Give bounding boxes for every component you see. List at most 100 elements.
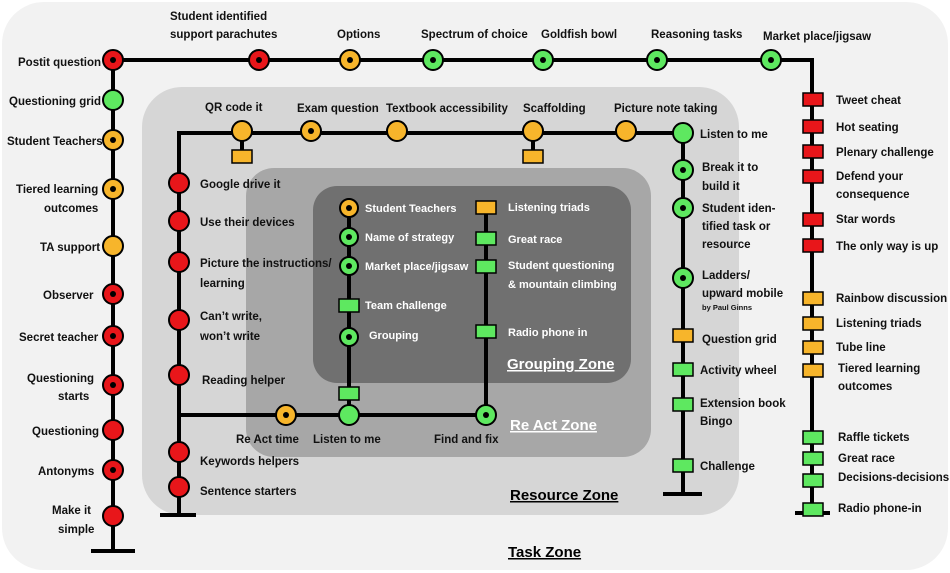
label-tiered-right-a: Tiered learning: [838, 363, 920, 375]
label-defend-b: consequence: [836, 189, 910, 201]
station-onlyway: [802, 238, 824, 253]
station-plenary: [802, 144, 824, 159]
station-ext: [672, 397, 694, 412]
label-simple-a: Make it: [52, 505, 91, 517]
station-qgrid: [102, 89, 124, 111]
label-react-listen: Listen to me: [313, 434, 381, 446]
label-decisions: Decisions-decisions: [838, 472, 949, 484]
label-exam: Exam question: [297, 103, 379, 115]
station-tiered-right: [802, 363, 824, 378]
label-raffle: Raffle tickets: [838, 432, 910, 444]
label-qstarts-b: starts: [58, 391, 89, 403]
station-qr: [231, 120, 253, 142]
station-keywords: [168, 441, 190, 463]
label-g-market: Market place/jigsaw: [365, 261, 469, 273]
station-ta: [102, 235, 124, 257]
label-g-radio: Radio phone in: [508, 327, 588, 339]
label-sitask-b: tified task or: [702, 221, 771, 233]
label-observer: Observer: [43, 290, 94, 302]
label-antonyms: Antonyms: [38, 466, 94, 478]
label-tweet: Tweet cheat: [836, 95, 901, 107]
label-g-triads: Listening triads: [508, 202, 590, 214]
grouping-zone: [313, 186, 631, 383]
station-rainbow: [802, 291, 824, 306]
label-reasoning: Reasoning tasks: [651, 29, 742, 41]
station-react-listen: [338, 404, 360, 426]
label-postit: Postit question: [18, 57, 101, 69]
station-g-great: [475, 231, 497, 246]
react-zone-title: Re Act Zone: [510, 417, 597, 434]
label-g-great: Great race: [508, 234, 562, 246]
label-g-sq-b: & mountain climbing: [508, 279, 617, 291]
label-ladders-a: Ladders/: [702, 270, 751, 282]
label-goldfish: Goldfish bowl: [541, 29, 617, 41]
label-qr: QR code it: [205, 102, 263, 114]
task-line: [111, 58, 814, 551]
station-wheel: [672, 362, 694, 377]
station-picnote: [615, 120, 637, 142]
label-rainbow: Rainbow discussion: [836, 293, 947, 305]
label-plenary: Plenary challenge: [836, 147, 934, 159]
station-questioning: [102, 419, 124, 441]
label-sentence: Sentence starters: [200, 486, 297, 498]
station-qgrid-res: [672, 328, 694, 343]
label-star: Star words: [836, 214, 895, 226]
station-devices: [168, 210, 190, 232]
label-simple-b: simple: [58, 524, 94, 536]
label-spectrum: Spectrum of choice: [421, 29, 528, 41]
label-tube: Tube line: [836, 342, 886, 354]
label-triads-right: Listening triads: [836, 318, 922, 330]
label-sitask-a: Student iden-: [702, 203, 776, 215]
label-qgrid-res: Question grid: [702, 334, 777, 346]
station-star: [802, 212, 824, 227]
label-ta: TA support: [40, 242, 100, 254]
label-ladders-c: by Paul Ginns: [702, 303, 752, 312]
task-zone-title: Task Zone: [508, 544, 581, 561]
label-ext-a: Extension book: [700, 398, 786, 410]
label-devices: Use their devices: [200, 217, 295, 229]
station-sentence: [168, 476, 190, 498]
label-g-steach: Student Teachers: [365, 203, 457, 215]
label-picinst-b: learning: [200, 278, 245, 290]
station-picinst: [168, 251, 190, 273]
station-scaffold: [522, 120, 544, 142]
label-qstarts-a: Questioning: [27, 373, 94, 385]
label-defend-a: Defend your: [836, 171, 904, 183]
station-g-sq: [475, 259, 497, 274]
label-g-team: Team challenge: [365, 300, 447, 312]
label-onlyway: The only way is up: [836, 241, 938, 253]
station-raffle: [802, 430, 824, 445]
station-simple: [102, 505, 124, 527]
label-g-sq-a: Student questioning: [508, 260, 614, 272]
label-parachutes-b: support parachutes: [170, 29, 277, 41]
station-challenge: [672, 458, 694, 473]
label-cantwrite-b: won’t write: [199, 331, 260, 343]
station-qr-box: [231, 149, 253, 164]
label-parachutes-a: Student identified: [170, 11, 267, 23]
grouping-zone-title: Grouping Zone: [507, 356, 614, 373]
label-wheel: Activity wheel: [700, 365, 777, 377]
label-ext-b: Bingo: [700, 416, 733, 428]
label-questioning: Questioning: [32, 426, 99, 438]
label-scaffold: Scaffolding: [523, 103, 586, 115]
label-listen-res: Listen to me: [700, 129, 768, 141]
station-tube: [802, 340, 824, 355]
label-textbook: Textbook accessibility: [386, 103, 508, 115]
label-break-b: build it: [702, 181, 740, 193]
station-textbook: [386, 120, 408, 142]
label-challenge: Challenge: [700, 461, 755, 473]
station-decisions: [802, 473, 824, 488]
station-scaffold-box: [522, 149, 544, 164]
label-g-grouping: Grouping: [369, 330, 419, 342]
station-defend: [802, 169, 824, 184]
label-react-fix: Find and fix: [434, 434, 499, 446]
label-break-a: Break it to: [702, 162, 758, 174]
station-greatrace-right: [802, 451, 824, 466]
label-greatrace-right: Great race: [838, 453, 895, 465]
label-cantwrite-a: Can’t write,: [200, 311, 262, 323]
station-triads-right: [802, 316, 824, 331]
label-sitask-c: resource: [702, 239, 751, 251]
label-radio-right: Radio phone-in: [838, 503, 922, 515]
station-radio-right: [802, 502, 824, 517]
